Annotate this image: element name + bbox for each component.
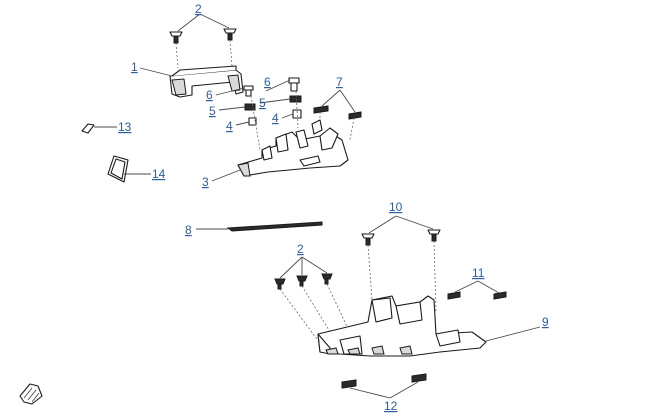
push-rivet-top-left[interactable] (169, 31, 183, 44)
screw-left[interactable] (243, 85, 254, 97)
clip-right[interactable] (348, 111, 362, 141)
main-tray[interactable] (317, 295, 487, 357)
callout-6-right[interactable]: 6 (264, 75, 271, 89)
clip-11-right[interactable] (493, 291, 507, 300)
clip-12-left[interactable] (341, 379, 357, 389)
callout-12-leader (349, 381, 419, 399)
callout-10-leader (368, 215, 434, 234)
callout-7-leader (321, 89, 356, 113)
callout-14[interactable]: 14 (152, 167, 166, 181)
callout-10[interactable]: 10 (389, 200, 403, 214)
small-pad[interactable] (81, 123, 95, 134)
callout-4-right[interactable]: 4 (272, 111, 279, 125)
callout-7[interactable]: 7 (336, 75, 343, 89)
callout-9[interactable]: 9 (542, 315, 549, 329)
assembly-line (367, 244, 373, 301)
callouts-6-5-4-leaders (215, 79, 294, 126)
push-rivet-10-right[interactable] (427, 229, 441, 242)
callout-11[interactable]: 11 (472, 266, 485, 280)
callout-8[interactable]: 8 (185, 223, 192, 237)
assembly-line (250, 95, 261, 151)
callout-3[interactable]: 3 (202, 175, 209, 189)
screw-right[interactable] (288, 77, 300, 92)
spring-washer-right[interactable] (289, 95, 302, 103)
callout-1[interactable]: 1 (131, 60, 138, 74)
callout-13[interactable]: 13 (118, 120, 132, 134)
callout-5-right[interactable]: 5 (259, 96, 266, 110)
callout-9-leader (485, 326, 541, 342)
push-rivet-top-right[interactable] (223, 28, 237, 41)
push-rivet-lower-3[interactable] (321, 273, 333, 285)
callout-11-leader (454, 280, 500, 294)
clip-12-right[interactable] (411, 373, 427, 383)
callout-2-top[interactable]: 2 (195, 2, 202, 16)
mounting-bracket[interactable] (237, 119, 349, 177)
callout-4-left[interactable]: 4 (226, 119, 233, 133)
clip-11-left[interactable] (447, 291, 461, 300)
push-rivet-10-left[interactable] (361, 233, 375, 246)
assembly-line (229, 39, 233, 67)
callout-12[interactable]: 12 (384, 399, 398, 413)
bracket-cover[interactable] (169, 65, 244, 98)
gasket-plate[interactable] (107, 155, 129, 183)
assembly-line (279, 288, 323, 347)
trim-strip[interactable] (226, 221, 323, 232)
push-rivet-lower-2[interactable] (296, 275, 308, 287)
nut-left[interactable] (248, 117, 257, 126)
orientation-glyph-icon (19, 383, 43, 405)
callout-3-leader (211, 169, 241, 182)
callout-2-top-leader (177, 13, 230, 32)
callout-5-left[interactable]: 5 (209, 104, 216, 118)
callout-2-lower-leader (279, 256, 328, 279)
push-rivet-lower-1[interactable] (274, 278, 286, 290)
callout-2-lower[interactable]: 2 (297, 242, 304, 256)
assembly-line (326, 283, 351, 334)
callout-6-left[interactable]: 6 (206, 88, 213, 102)
assembly-line (175, 42, 179, 69)
callout-1-leader (139, 67, 173, 77)
